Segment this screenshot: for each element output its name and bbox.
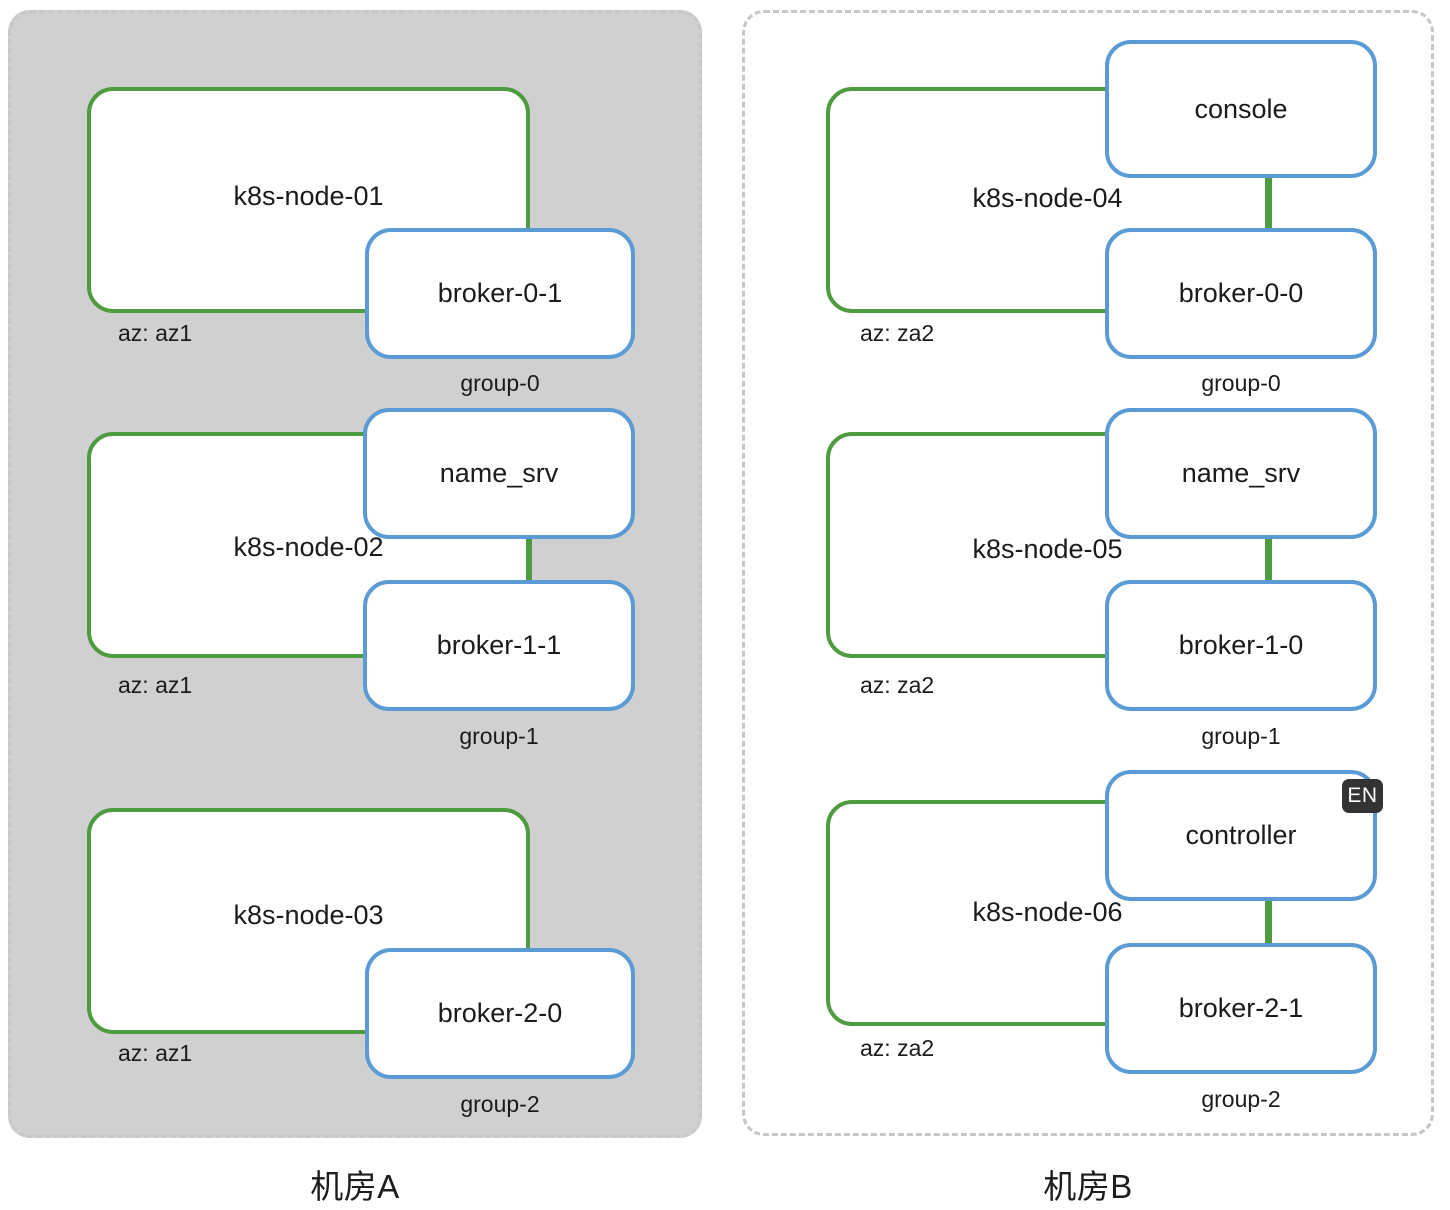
az-label-k8s-node-06: az: za2 bbox=[860, 1035, 935, 1061]
pod-label-broker-1-1: broker-1-1 bbox=[436, 630, 562, 660]
connector-console-broker-0-0 bbox=[1268, 175, 1272, 245]
pod-label-console: console bbox=[1194, 93, 1288, 124]
pod-label-broker-0-0: broker-0-0 bbox=[1178, 278, 1304, 308]
group-label-broker-2-1: group-2 bbox=[1201, 1086, 1281, 1112]
node-label-k8s-node-02: k8s-node-02 bbox=[233, 532, 384, 562]
pod-box-broker-0-0[interactable]: broker-0-0 bbox=[1105, 228, 1377, 359]
pod-label-broker-1-0: broker-1-0 bbox=[1178, 630, 1304, 660]
node-label-k8s-node-01: k8s-node-01 bbox=[233, 181, 384, 211]
group-label-broker-1-0: group-1 bbox=[1201, 723, 1281, 749]
connector-name-srv-broker-1-0 bbox=[1268, 528, 1272, 598]
pod-box-broker-2-1[interactable]: broker-2-1 bbox=[1105, 943, 1377, 1074]
az-label-k8s-node-01: az: az1 bbox=[118, 320, 193, 346]
pod-box-broker-1-1[interactable]: broker-1-1 bbox=[363, 580, 635, 711]
ime-indicator-badge[interactable]: EN bbox=[1342, 779, 1383, 813]
pod-box-broker-1-0[interactable]: broker-1-0 bbox=[1105, 580, 1377, 711]
pod-box-broker-2-0[interactable]: broker-2-0 bbox=[365, 948, 635, 1079]
pod-label-name-srv-b: name_srv bbox=[1181, 458, 1301, 488]
pod-label-broker-2-1: broker-2-1 bbox=[1178, 993, 1304, 1023]
node-label-k8s-node-06: k8s-node-06 bbox=[972, 897, 1123, 927]
az-label-k8s-node-03: az: az1 bbox=[118, 1040, 193, 1066]
group-label-broker-2-0: group-2 bbox=[460, 1091, 540, 1117]
node-label-k8s-node-03: k8s-node-03 bbox=[233, 900, 384, 930]
az-label-k8s-node-05: az: za2 bbox=[860, 672, 935, 698]
pod-label-controller: controller bbox=[1185, 820, 1297, 850]
pod-box-broker-0-1[interactable]: broker-0-1 bbox=[365, 228, 635, 359]
pod-label-broker-2-0: broker-2-0 bbox=[437, 998, 563, 1028]
pod-box-console[interactable]: console bbox=[1105, 40, 1377, 178]
group-label-broker-0-1: group-0 bbox=[460, 370, 540, 396]
datacenter-caption-b: 机房B bbox=[1043, 1168, 1133, 1205]
az-label-k8s-node-02: az: az1 bbox=[118, 672, 193, 698]
pod-box-name-srv-b[interactable]: name_srv bbox=[1105, 408, 1377, 539]
az-label-k8s-node-04: az: za2 bbox=[860, 320, 935, 346]
pod-box-controller[interactable]: controller bbox=[1105, 770, 1377, 901]
connector-controller-broker-2-1 bbox=[1268, 888, 1272, 960]
connector-name-srv-broker-1-1 bbox=[528, 528, 532, 598]
pod-label-name-srv-a: name_srv bbox=[439, 458, 559, 488]
group-label-broker-1-1: group-1 bbox=[459, 723, 539, 749]
node-label-k8s-node-04: k8s-node-04 bbox=[972, 183, 1123, 213]
pod-box-name-srv-a[interactable]: name_srv bbox=[363, 408, 635, 539]
node-label-k8s-node-05: k8s-node-05 bbox=[972, 534, 1123, 564]
pod-label-broker-0-1: broker-0-1 bbox=[437, 278, 563, 308]
datacenter-caption-a: 机房A bbox=[310, 1168, 400, 1205]
group-label-broker-0-0: group-0 bbox=[1201, 370, 1281, 396]
